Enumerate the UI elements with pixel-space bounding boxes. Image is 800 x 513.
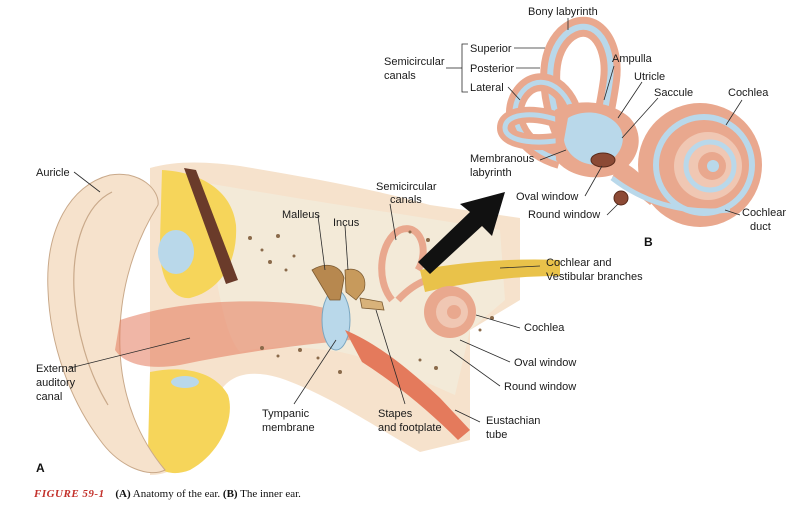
nerve-bundle xyxy=(420,259,560,292)
label-saccule: Saccule xyxy=(654,87,693,99)
stapes-shape xyxy=(359,297,385,311)
label-semicircular-a-1: Semicircular xyxy=(376,181,437,193)
label-semicircular-b-1: Semicircular xyxy=(384,56,445,68)
eustachian-tube-shape xyxy=(345,330,470,440)
label-incus: Incus xyxy=(333,217,360,229)
label-membranous-2: labyrinth xyxy=(470,167,512,179)
label-cochlear-vestibular-1: Cochlear and xyxy=(546,257,611,269)
malleus-shape xyxy=(311,264,345,301)
caption-figure-number: FIGURE 59-1 xyxy=(34,488,105,500)
caption-text-a: Anatomy of the ear. xyxy=(132,488,221,500)
label-utricle: Utricle xyxy=(634,71,665,83)
label-ampulla: Ampulla xyxy=(612,53,653,65)
label-cochlear-vestibular-2: Vestibular branches xyxy=(546,271,643,283)
round-window-shape xyxy=(613,190,629,206)
caption-text-b: The inner ear. xyxy=(240,488,301,500)
label-oval-window-a: Oval window xyxy=(514,357,576,369)
oval-window-shape xyxy=(590,152,616,168)
label-malleus: Malleus xyxy=(282,209,320,221)
bone-speckles xyxy=(248,230,494,374)
external-canal xyxy=(115,301,350,367)
label-auricle: Auricle xyxy=(36,167,70,179)
auricle-fold xyxy=(73,191,113,406)
caption-part-a: (A) xyxy=(115,488,131,500)
label-eustachian-2: tube xyxy=(486,429,507,441)
large-cochlea-duct-2 xyxy=(683,139,737,193)
panel-a-illustration xyxy=(47,162,560,475)
panel-b-illustration xyxy=(496,16,762,227)
label-eustachian-1: Eustachian xyxy=(486,415,540,427)
utricle-saccule xyxy=(564,112,623,165)
label-tympanic-2: membrane xyxy=(262,422,315,434)
label-cochlea-a: Cochlea xyxy=(524,322,565,334)
label-tympanic-1: Tympanic xyxy=(262,408,310,420)
small-cochlea-inner xyxy=(447,305,461,319)
label-cochlear-duct-1: Cochlear xyxy=(742,207,786,219)
caption-part-b: (B) xyxy=(222,488,238,500)
label-round-window-b: Round window xyxy=(528,209,600,221)
label-membranous-1: Membranous xyxy=(470,153,535,165)
label-semicircular-a-2: canals xyxy=(390,194,422,206)
zoom-arrow xyxy=(418,192,505,274)
label-stapes-2: and footplate xyxy=(378,422,442,434)
label-posterior: Posterior xyxy=(470,63,514,75)
large-cochlea-apex xyxy=(707,160,719,172)
panel-label-a: A xyxy=(36,461,45,475)
label-semicircular-b-2: canals xyxy=(384,70,416,82)
label-external-1: External xyxy=(36,363,76,375)
label-bony-labyrinth: Bony labyrinth xyxy=(528,6,598,18)
upper-fluid-patch xyxy=(158,230,194,274)
label-external-3: canal xyxy=(36,391,62,403)
cochlear-duct-tail xyxy=(610,176,731,214)
label-stapes-1: Stapes xyxy=(378,408,413,420)
lower-fluid-patch xyxy=(171,376,199,388)
label-round-window-a: Round window xyxy=(504,381,576,393)
lower-cartilage xyxy=(148,369,230,474)
label-lateral: Lateral xyxy=(470,82,504,94)
label-cochlear-duct-2: duct xyxy=(750,221,771,233)
leader-lines xyxy=(69,18,743,423)
figure-caption: FIGURE 59-1 (A) Anatomy of the ear. (B) … xyxy=(34,488,301,500)
panel-label-b: B xyxy=(644,235,653,249)
vessel-strip xyxy=(184,168,238,284)
label-external-2: auditory xyxy=(36,377,76,389)
label-oval-window-b: Oval window xyxy=(516,191,578,203)
incus-shape xyxy=(344,268,366,301)
lateral-canal-membranous xyxy=(502,112,572,145)
label-cochlea-b: Cochlea xyxy=(728,87,769,99)
label-superior: Superior xyxy=(470,43,512,55)
